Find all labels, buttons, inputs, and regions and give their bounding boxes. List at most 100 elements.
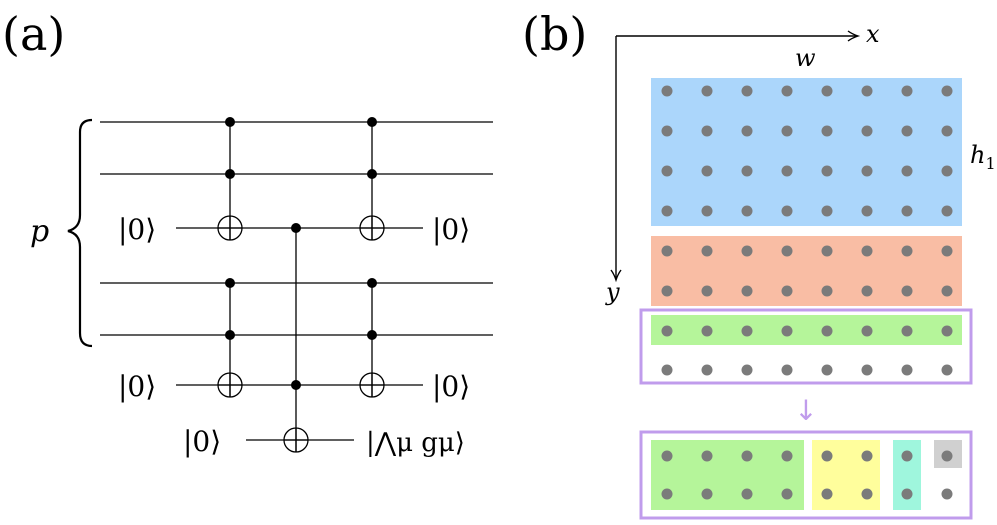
- panel-a-label: (a): [2, 7, 65, 61]
- grid-dot: [781, 245, 793, 257]
- region-yellow: [812, 440, 880, 510]
- grid-dot: [941, 245, 953, 257]
- ket-out-3: |⋀μ gμ⟩: [366, 428, 465, 458]
- grid-dot: [861, 85, 873, 97]
- target-output: [283, 427, 309, 453]
- grid-dot: [861, 205, 873, 217]
- grid-dot: [941, 85, 953, 97]
- grid-dot: [701, 285, 713, 297]
- grid-dot: [821, 205, 833, 217]
- width-label: w: [795, 44, 816, 72]
- grid-dot: [941, 165, 953, 177]
- selection-box-bottom: [639, 430, 973, 520]
- grid-dot: [821, 488, 833, 500]
- grid-dot: [661, 285, 673, 297]
- grid-dot: [781, 364, 793, 376]
- grid-dot: [941, 325, 953, 337]
- grid-dot: [821, 245, 833, 257]
- grid-dot: [701, 125, 713, 137]
- grid-dot: [861, 285, 873, 297]
- grid-dot: [941, 125, 953, 137]
- grid-dot: [941, 205, 953, 217]
- grid-dot: [861, 364, 873, 376]
- grid-dot: [901, 325, 913, 337]
- grid-dot: [701, 325, 713, 337]
- grid-dot: [901, 165, 913, 177]
- grid-dot: [661, 450, 673, 462]
- grid-dot: [901, 245, 913, 257]
- grid-dot: [701, 450, 713, 462]
- ket-in-3: |0⟩: [183, 425, 221, 458]
- grid-dot: [741, 285, 753, 297]
- ket-in-1: |0⟩: [118, 213, 156, 246]
- grid-dot: [701, 245, 713, 257]
- grid-dot: [821, 285, 833, 297]
- grid-dot: [701, 165, 713, 177]
- target-4: [359, 372, 385, 398]
- ket-out-1: |0⟩: [432, 213, 470, 246]
- region-green-bottom: [651, 440, 804, 510]
- grid-dot: [741, 165, 753, 177]
- grid-dot: [941, 488, 953, 500]
- grid-dot: [781, 205, 793, 217]
- selection-box-top: [639, 308, 973, 385]
- grid-dot: [821, 85, 833, 97]
- grid-dot: [941, 364, 953, 376]
- region-green: [651, 315, 962, 345]
- grid-dot: [701, 364, 713, 376]
- grid-dot: [941, 450, 953, 462]
- region-blue: [651, 78, 962, 226]
- control-dots: [225, 117, 377, 390]
- grid-dot: [661, 245, 673, 257]
- target-2: [359, 215, 385, 241]
- grid-dot: [821, 125, 833, 137]
- grid-dot: [741, 488, 753, 500]
- grid-dot: [861, 165, 873, 177]
- brace: [67, 118, 93, 348]
- grid-dot: [861, 125, 873, 137]
- target-3: [217, 372, 243, 398]
- grid-dot: [781, 450, 793, 462]
- grid-dot: [741, 245, 753, 257]
- grid-dot: [661, 364, 673, 376]
- axes: [610, 30, 861, 283]
- grid-dot: [701, 205, 713, 217]
- grid-dot: [661, 488, 673, 500]
- grid-dot: [741, 325, 753, 337]
- grid-dot: [701, 488, 713, 500]
- grid-dot: [901, 85, 913, 97]
- grid-dot: [741, 450, 753, 462]
- grid-dot: [781, 125, 793, 137]
- panel-b-label: (b): [522, 7, 587, 61]
- grid-dot: [861, 245, 873, 257]
- grid-dot: [901, 488, 913, 500]
- grid-dot: [661, 85, 673, 97]
- grid-dots: [661, 85, 953, 500]
- grid-dot: [901, 364, 913, 376]
- grid-dot: [741, 85, 753, 97]
- grid-dot: [781, 325, 793, 337]
- grid-dot: [901, 285, 913, 297]
- ket-in-2: |0⟩: [118, 370, 156, 403]
- grid-dot: [741, 364, 753, 376]
- grid-dot: [821, 450, 833, 462]
- grid-dot: [701, 85, 713, 97]
- axis-y-label: y: [605, 278, 620, 306]
- grid-dot: [661, 165, 673, 177]
- grid-dot: [821, 364, 833, 376]
- grid-dot: [741, 205, 753, 217]
- grid-dot: [821, 325, 833, 337]
- grid-dot: [901, 125, 913, 137]
- grid-dot: [821, 165, 833, 177]
- axis-x-label: x: [866, 20, 880, 48]
- ket-out-2: |0⟩: [432, 370, 470, 403]
- grid-dot: [781, 85, 793, 97]
- grid-dot: [661, 125, 673, 137]
- grid-dot: [781, 165, 793, 177]
- grid-dot: [861, 450, 873, 462]
- grid-dot: [781, 285, 793, 297]
- grid-dot: [861, 488, 873, 500]
- grid-dot: [901, 205, 913, 217]
- target-1: [217, 215, 243, 241]
- grid-dot: [781, 488, 793, 500]
